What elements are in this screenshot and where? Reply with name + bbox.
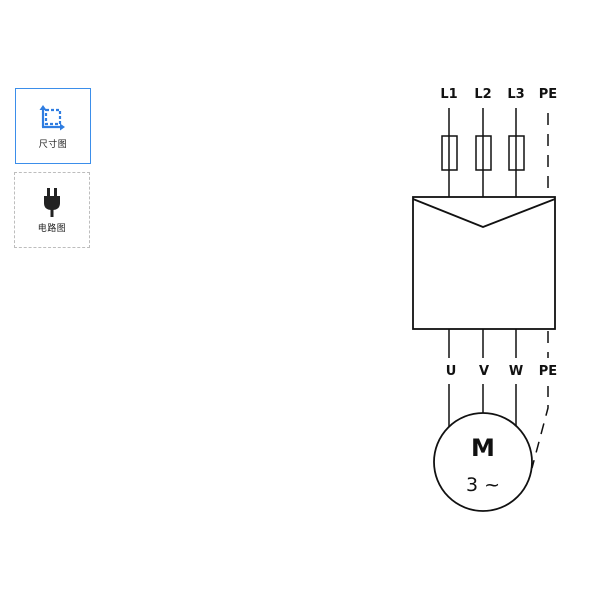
output-label-u: U — [446, 364, 457, 379]
motor-circle — [433, 412, 533, 512]
output-label-w: W — [509, 364, 523, 379]
input-label-l1: L1 — [440, 87, 457, 102]
tab-circuit-diagram[interactable]: 电路图 — [14, 172, 90, 248]
tab-circuit-diagram-label: 电路图 — [37, 224, 67, 234]
motor-letter: M — [471, 434, 495, 462]
dimension-icon — [16, 102, 90, 134]
output-wires-upper — [448, 329, 549, 358]
input-label-l2: L2 — [474, 87, 491, 102]
plug-icon — [15, 186, 89, 218]
fuse-cores — [448, 136, 517, 170]
converter-box — [412, 196, 556, 330]
output-label-pe: PE — [539, 364, 557, 379]
tab-dimension-drawing-label: 尺寸图 — [38, 140, 68, 150]
converter-symbol — [412, 198, 556, 228]
output-label-v: V — [479, 364, 489, 379]
output-wires-lower — [448, 384, 549, 469]
input-label-pe: PE — [539, 87, 557, 102]
tab-dimension-drawing[interactable]: 尺寸图 — [15, 88, 91, 164]
input-label-l3: L3 — [507, 87, 524, 102]
input-wires — [448, 108, 549, 197]
motor-phase: 3 ~ — [466, 474, 500, 496]
